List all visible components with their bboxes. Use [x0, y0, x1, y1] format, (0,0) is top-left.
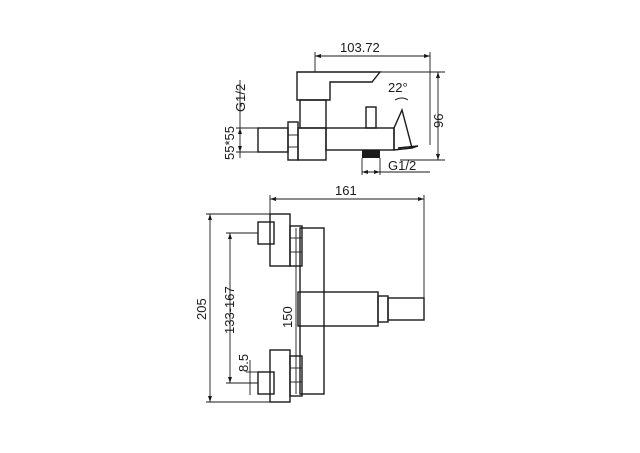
front-view: 161 205 133-167 150 8.5	[194, 183, 425, 403]
angle-dimension: 22°	[388, 80, 408, 95]
side-height-dimension: 96	[431, 114, 446, 128]
side-shower-connector	[362, 150, 380, 158]
front-inner-height-dimension: 150	[280, 306, 295, 328]
front-spout-collar	[377, 295, 389, 323]
side-spout	[393, 107, 413, 151]
side-body	[297, 127, 327, 161]
front-top-wall-connector	[257, 221, 275, 245]
side-width-dimension: 103.72	[340, 40, 380, 55]
front-spout-tip	[387, 297, 425, 321]
side-lever-handle	[296, 71, 382, 101]
side-hex-nut	[287, 121, 299, 161]
front-spout-block	[297, 291, 379, 327]
front-body	[299, 227, 325, 395]
front-height-dimension: 205	[194, 298, 209, 320]
front-offset-dimension: 8.5	[236, 354, 251, 372]
side-wall-connector	[257, 127, 289, 153]
side-cartridge	[299, 99, 327, 129]
side-diverter-knob	[365, 106, 377, 129]
front-width-dimension: 161	[335, 183, 357, 198]
side-spout-body	[325, 127, 395, 151]
side-view: 103.72 96 22° G1/2 55*55 G1/2	[222, 40, 446, 175]
front-bottom-wall-connector	[257, 371, 275, 395]
side-thread-top-dimension: G1/2	[233, 84, 248, 112]
side-thread-bottom-dimension: G1/2	[388, 158, 416, 173]
angle-arc	[394, 97, 409, 101]
side-connector-size-dimension: 55*55	[222, 126, 237, 160]
front-center-range-dimension: 133-167	[222, 286, 237, 334]
